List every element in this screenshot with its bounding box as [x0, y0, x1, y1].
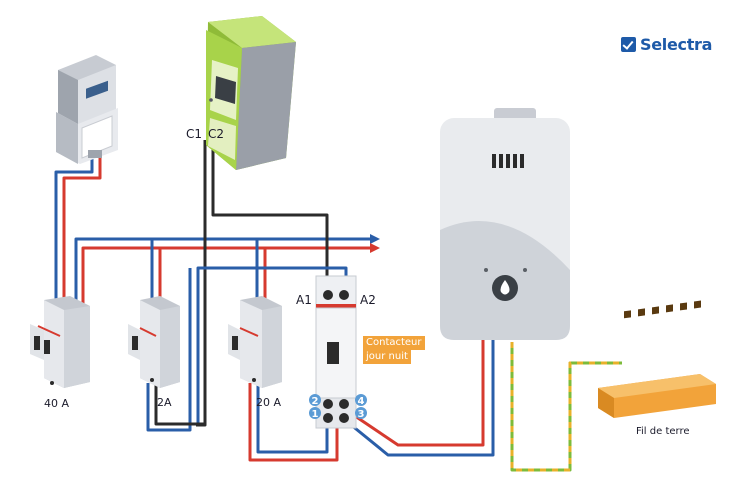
wire-meter-blue — [54, 158, 94, 305]
arrow-blue — [370, 234, 380, 244]
terminal-3-marker — [355, 407, 367, 419]
label-contactor-line1: Contacteur — [363, 336, 425, 350]
wire-20a-out-red — [248, 383, 339, 462]
label-a1: A1 — [296, 293, 312, 307]
contactor-jour-nuit — [315, 275, 357, 429]
check-icon — [621, 37, 636, 52]
arrow-red — [370, 243, 380, 253]
wire-heater-blue — [344, 340, 495, 457]
terminal-4-marker — [355, 394, 367, 406]
wire-20a-out-blue — [256, 383, 329, 454]
terminal-1-label: 1 — [312, 409, 319, 420]
label-contactor-line2: jour nuit — [363, 350, 411, 364]
breaker-20a — [228, 296, 282, 388]
label-c2: C2 — [208, 127, 225, 141]
label-a2: A2 — [360, 293, 376, 307]
heater-vent-icon — [492, 154, 524, 168]
wire-2a-out-blue — [146, 268, 192, 432]
wire-meter-red — [62, 158, 102, 305]
label-ground: Fil de terre — [636, 426, 690, 437]
brand-name: Selectra — [640, 35, 713, 54]
terminal-2-marker — [309, 394, 321, 406]
label-breaker-2a: 2A — [157, 396, 172, 409]
breaker-2a — [128, 296, 180, 388]
wire-ground-yellow — [510, 342, 622, 472]
selectra-logo: Selectra — [621, 35, 712, 54]
old-electric-meter — [56, 55, 118, 164]
label-breaker-40a: 40 A — [44, 397, 70, 410]
breaker-40a — [30, 296, 90, 388]
terminal-1-marker — [309, 407, 321, 419]
wire-bus-red — [81, 246, 372, 305]
terminal-4-label: 4 — [358, 396, 365, 407]
wire-heater-red — [351, 340, 485, 447]
label-c1: C1 — [186, 127, 203, 141]
wire-bus-blue — [74, 237, 372, 305]
wire-a2-blue — [196, 266, 348, 425]
wires — [54, 140, 622, 472]
water-heater — [440, 108, 570, 340]
terminal-3-label: 3 — [358, 409, 365, 420]
linky-meter — [206, 16, 296, 170]
wire-c2-black — [211, 140, 329, 280]
water-drop-icon — [500, 280, 510, 295]
ground-bar — [598, 300, 716, 418]
terminal-2-label: 2 — [312, 396, 319, 407]
label-breaker-20a: 20 A — [256, 396, 282, 409]
wire-2a-out-black — [154, 383, 205, 426]
contactor-terminal-markers — [309, 394, 367, 419]
